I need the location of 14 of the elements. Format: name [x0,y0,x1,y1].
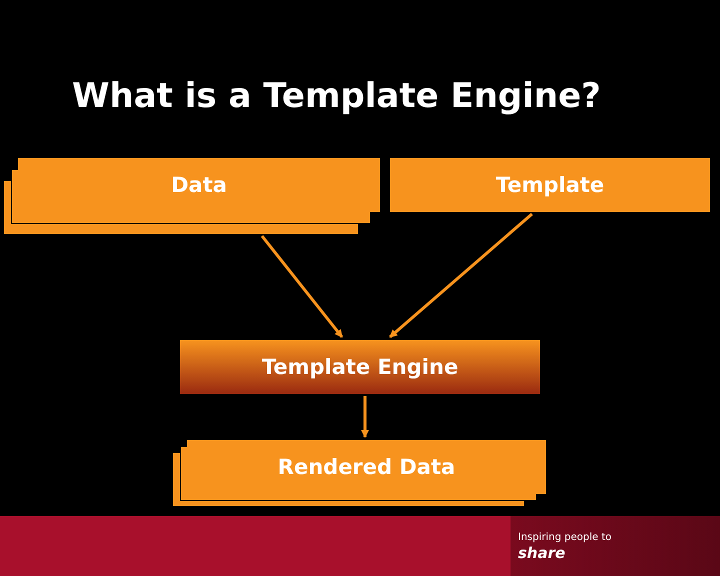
process-box [390,158,710,212]
box-label: Rendered Data [278,455,456,479]
arrow [260,235,344,338]
tagline: share [518,544,566,562]
process-box [180,340,540,394]
box-label: Template Engine [262,355,458,379]
box-label: Data [171,173,227,197]
box-label: Template [496,173,604,197]
stacked-box [172,440,546,506]
arrow [361,396,369,438]
stacked-box [3,158,380,234]
tagline: Inspiring people to [518,532,612,543]
arrow [389,212,533,338]
slide-title: What is a Template Engine? [72,76,601,116]
